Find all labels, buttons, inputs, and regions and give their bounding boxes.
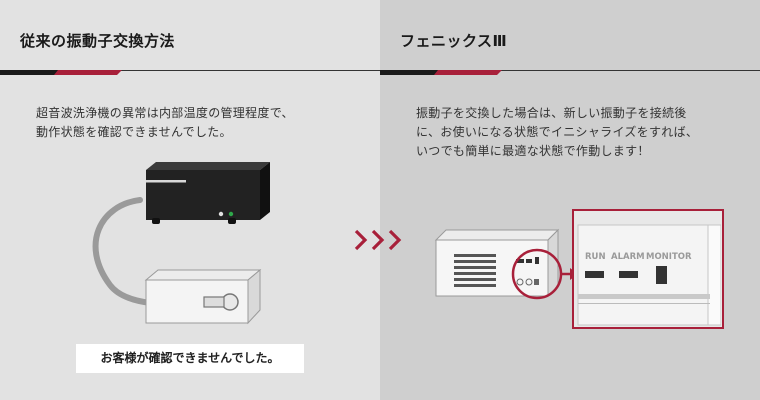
conventional-equipment-illustration	[92, 162, 270, 325]
generator-box	[146, 162, 270, 224]
right-description: 振動子を交換した場合は、新しい振動子を接続後 に、お使いになる状態でイニシャライ…	[416, 106, 699, 158]
status-led	[228, 211, 234, 217]
run-label: RUN	[585, 252, 606, 262]
left-description: 超音波洗浄機の異常は内部温度の管理程度で、 動作状態を確認できませんでした。	[36, 106, 294, 139]
left-title-underline	[0, 70, 380, 75]
vent-grille	[454, 254, 496, 287]
monitor-indicator	[656, 266, 667, 284]
monitor-label: MONITOR	[646, 252, 692, 262]
chevron-right-icon	[354, 229, 402, 251]
zoomed-control-panel: RUN ALARM MONITOR	[572, 209, 724, 329]
alarm-indicator	[619, 271, 638, 278]
right-title-underline	[380, 70, 760, 75]
left-panel: 従来の振動子交換方法 超音波洗浄機の異常は内部温度の管理程度で、 動作状態を確認…	[0, 0, 380, 400]
magnifier-circle	[511, 248, 578, 300]
run-indicator	[585, 271, 604, 278]
right-panel: フェニックスⅢ 振動子を交換した場合は、新しい振動子を接続後 に、お使いになる状…	[380, 0, 760, 400]
right-title: フェニックスⅢ	[400, 32, 508, 50]
left-message-box: お客様が確認できませんでした。	[76, 344, 304, 373]
transducer-box	[144, 268, 262, 325]
alarm-label: ALARM	[611, 252, 645, 262]
left-title: 従来の振動子交換方法	[20, 32, 176, 50]
